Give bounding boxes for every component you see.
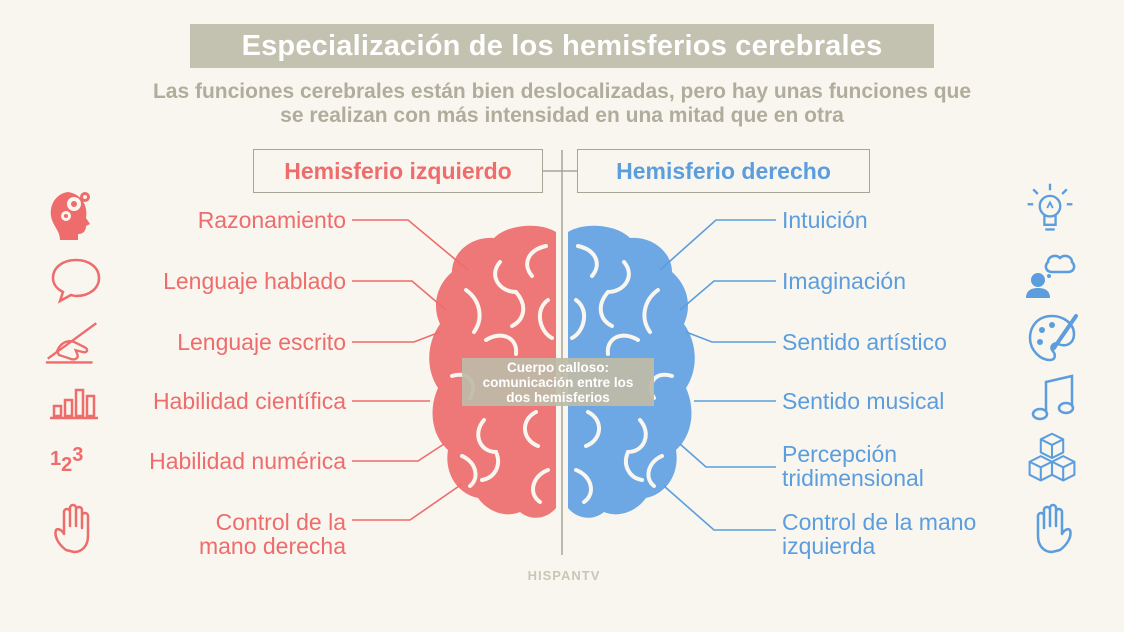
right-label-imagination: Imaginación [782,268,907,294]
right-label-artistic-sense: Sentido artístico [782,329,947,355]
speech-bubble-icon [51,258,101,304]
left-label-scientific-skill: Habilidad científica [152,388,346,414]
right-heading-text: Hemisferio derecho [616,157,831,184]
music-note-icon [1031,374,1075,421]
lightbulb-icon [1027,183,1073,231]
subtitle-line-2: se realizan con más intensidad en una mi… [280,104,844,127]
left-connectors [352,219,469,521]
hand-writing-icon [45,322,97,364]
right-label-3d-line1: Percepción [782,441,898,467]
subtitle-line-1: Las funciones cerebrales están bien desl… [152,80,972,103]
person-thought-icon [1026,254,1076,298]
left-label-right-hand-line2: mano derecha [198,533,346,559]
head-gears-icon [50,192,90,240]
hispantv-watermark: HISPANTV [527,568,601,583]
cubes-icon [1028,432,1076,482]
corpus-callosum-label: Cuerpo calloso: comunicación entre los d… [462,358,654,406]
corpus-callosum-line2: comunicación entre los [482,374,634,390]
left-label-numeric-skill: Habilidad numérica [149,448,346,474]
corpus-callosum-line3: dos hemisferios [506,389,610,405]
left-label-written-language: Lenguaje escrito [177,329,346,355]
right-label-musical-sense: Sentido musical [782,388,945,414]
right-label-left-hand-control: Control de la mano izquierda [782,510,976,558]
page-title: Especialización de los hemisferios cereb… [241,29,883,62]
title-banner: Especialización de los hemisferios cereb… [190,24,934,68]
right-label-3d-perception: Percepción tridimensional [782,442,924,490]
numbers-123-icon: 123 [50,444,84,476]
corpus-callosum-line1: Cuerpo calloso: [506,359,609,375]
right-label-intuition: Intuición [782,207,868,233]
left-label-right-hand-line1: Control de la [215,509,346,535]
right-label-3d-line2: tridimensional [782,465,924,491]
subtitle: Las funciones cerebrales están bien desl… [100,80,1024,128]
right-hand-icon [54,503,90,554]
left-label-spoken-language: Lenguaje hablado [163,268,346,294]
left-label-right-hand-control: Control de la mano derecha [199,510,346,558]
left-label-reasoning: Razonamiento [197,207,346,233]
palette-brush-icon [1028,314,1078,362]
left-hemisphere-heading: Hemisferio izquierdo [253,149,543,193]
right-label-left-hand-line1: Control de la mano [782,509,977,535]
right-connectors [659,219,776,531]
left-heading-text: Hemisferio izquierdo [284,157,512,184]
left-hand-icon [1036,503,1072,554]
right-label-left-hand-line2: izquierda [782,533,876,559]
bar-chart-icon [50,388,98,420]
right-hemisphere-heading: Hemisferio derecho [577,149,870,193]
